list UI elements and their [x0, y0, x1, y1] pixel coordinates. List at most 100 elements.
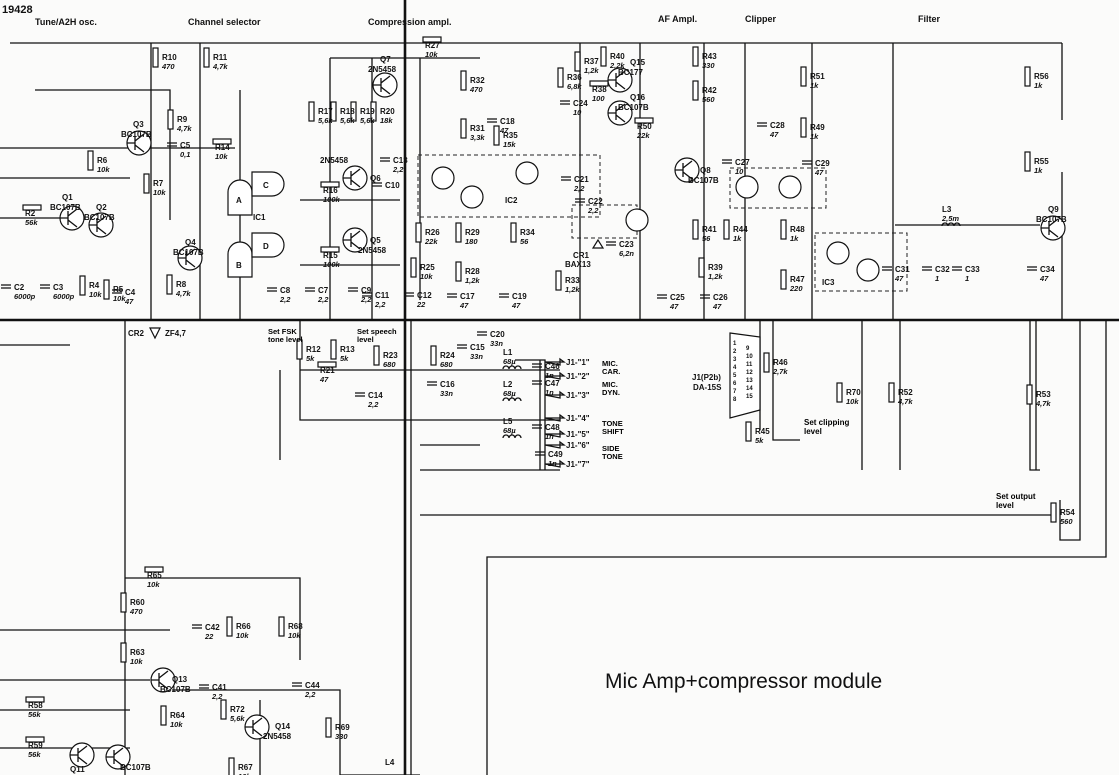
component-l3-value: 2,5m	[941, 214, 959, 223]
component-c18-value: 47	[499, 126, 509, 135]
component-c48-ref: C48	[545, 423, 560, 432]
component-c24-ref: C24	[573, 99, 588, 108]
capacitor-c48-symbol	[532, 424, 542, 429]
resistor-r15-symbol	[320, 246, 340, 253]
component-c3-ref: C3	[53, 283, 64, 292]
transistor-q8-type: BC107B	[688, 176, 719, 185]
transistor-q11-ref: Q11	[70, 765, 85, 774]
group-side-tone: SIDE TONE	[602, 445, 623, 461]
component-r68-ref: R68	[288, 622, 303, 631]
resistor-r6-symbol	[87, 150, 94, 171]
component-r45-value: 5k	[755, 436, 764, 445]
control-lines	[0, 320, 560, 471]
terminal-j1-5: J1-"5"	[566, 430, 590, 439]
resistor-r60-symbol	[120, 592, 127, 613]
component-r10-value: 470	[161, 62, 175, 71]
component-r19-value: 5,6k	[360, 116, 375, 125]
component-r16-ref: R16	[323, 186, 338, 195]
resistor-r50-symbol	[634, 117, 654, 124]
component-c14-value: 2,2	[367, 400, 379, 409]
capacitor-c9-symbol	[348, 287, 358, 292]
component-r67-ref: R67	[238, 763, 253, 772]
component-r53-ref: R53	[1036, 390, 1051, 399]
resistor-r42-symbol	[692, 80, 699, 101]
jack-bus	[515, 359, 546, 470]
component-r42-value: 560	[702, 95, 715, 104]
component-r66-value: 10k	[236, 631, 249, 640]
group-mic-dyn: MIC. DYN.	[602, 381, 620, 397]
transistor-q15-type: BC177	[618, 68, 643, 77]
diode-cr2-type: ZF4,7	[165, 329, 186, 338]
component-r34-ref: R34	[520, 228, 535, 237]
component-r50-value: 22k	[636, 131, 650, 140]
component-r39-value: 1,2k	[708, 272, 723, 281]
component-r35-ref: R35	[503, 131, 518, 140]
component-r47-value: 220	[789, 284, 803, 293]
capacitor-c23-symbol	[606, 241, 616, 246]
component-c33-ref: C33	[965, 265, 980, 274]
inductor-l1-symbol	[502, 365, 522, 370]
transistor-q2-leads	[89, 215, 107, 235]
component-r24-ref: R24	[440, 351, 455, 360]
resistor-r37-symbol	[574, 51, 581, 72]
component-c47-ref: C47	[545, 379, 560, 388]
component-c34-value: 47	[1039, 274, 1049, 283]
resistor-r11-symbol	[203, 47, 210, 68]
group-tone-shift: TONE SHIFT	[602, 420, 624, 436]
gate-a-label: A	[236, 196, 242, 205]
connector-pin-9: 9	[746, 346, 750, 352]
transistor-q14-leads	[245, 717, 263, 737]
component-r52-value: 4,7k	[897, 397, 913, 406]
component-c11-ref: C11	[375, 291, 390, 300]
connector-pin-5: 5	[733, 373, 737, 379]
component-r52-ref: R52	[898, 388, 913, 397]
ic-transistor-symbol	[625, 208, 649, 232]
resistor-r58-symbol	[25, 696, 45, 703]
connector-pin-6: 6	[733, 381, 737, 387]
resistor-r70-symbol	[836, 382, 843, 403]
transistor-q3-ref: Q3	[133, 120, 144, 129]
component-c23-value: 6,2n	[619, 249, 634, 258]
transistor-q6-leads	[343, 168, 361, 188]
component-r51-ref: R51	[810, 72, 825, 81]
component-r33-ref: R33	[565, 276, 580, 285]
component-r12-value: 5k	[306, 354, 315, 363]
component-r15-value: 100k	[323, 260, 341, 269]
ic3-label: IC3	[822, 278, 835, 287]
component-r34-value: 56	[520, 237, 529, 246]
jack-terminals: J1-"1"J1-"2"J1-"3"J1-"4"J1-"5"J1-"6"J1-"…	[544, 357, 590, 469]
component-r9-value: 4,7k	[176, 124, 192, 133]
component-r20-value: 18k	[380, 116, 393, 125]
capacitor-c8-symbol	[267, 287, 277, 292]
component-r11-ref: R11	[213, 53, 228, 62]
component-l1-ref: L1	[503, 348, 513, 357]
capacitor-c4-symbol	[112, 289, 122, 294]
gate-d	[251, 232, 285, 258]
ic-transistor-symbol	[778, 175, 802, 199]
resistor-r67-symbol	[228, 757, 235, 775]
component-r38-value: 100	[592, 94, 605, 103]
component-r36-value: 6,8k	[567, 82, 582, 91]
component-r47-ref: R47	[790, 275, 805, 284]
transistor-q1-leads	[60, 208, 78, 228]
capacitor-c21-symbol	[561, 176, 571, 181]
component-r37-ref: R37	[584, 57, 599, 66]
component-r44-ref: R44	[733, 225, 748, 234]
tone-shift-frame: TONE SHIFT	[602, 420, 624, 436]
note-clipping-frame: Set clipping level	[804, 418, 849, 436]
component-c19-ref: C19	[512, 292, 527, 301]
connector-pin-3: 3	[733, 357, 737, 363]
transistor-q13-type: BC107B	[160, 685, 191, 694]
diode-cr2-ref: CR2	[128, 329, 145, 338]
component-r51-value: 1k	[810, 81, 819, 90]
component-r31-value: 3,3k	[470, 133, 485, 142]
capacitor-c16-symbol	[427, 381, 437, 386]
component-l2-ref: L2	[503, 380, 513, 389]
component-c28-value: 47	[769, 130, 779, 139]
component-r40-value: 2,2k	[609, 61, 625, 70]
component-r56-ref: R56	[1034, 72, 1049, 81]
component-r64-value: 10k	[170, 720, 183, 729]
note-set-output-level: Set output level	[996, 492, 1036, 510]
component-r8-value: 4,7k	[175, 289, 191, 298]
